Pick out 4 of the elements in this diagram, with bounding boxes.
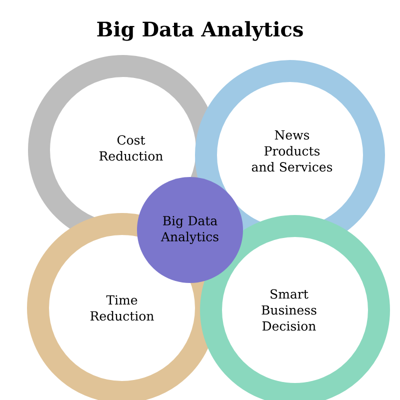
node-label: News Products and Services	[252, 130, 332, 172]
node-label: Time Reduction	[90, 295, 154, 321]
title: Big Data Analytics	[97, 21, 303, 41]
node-label: Smart Business Decision	[262, 289, 316, 331]
